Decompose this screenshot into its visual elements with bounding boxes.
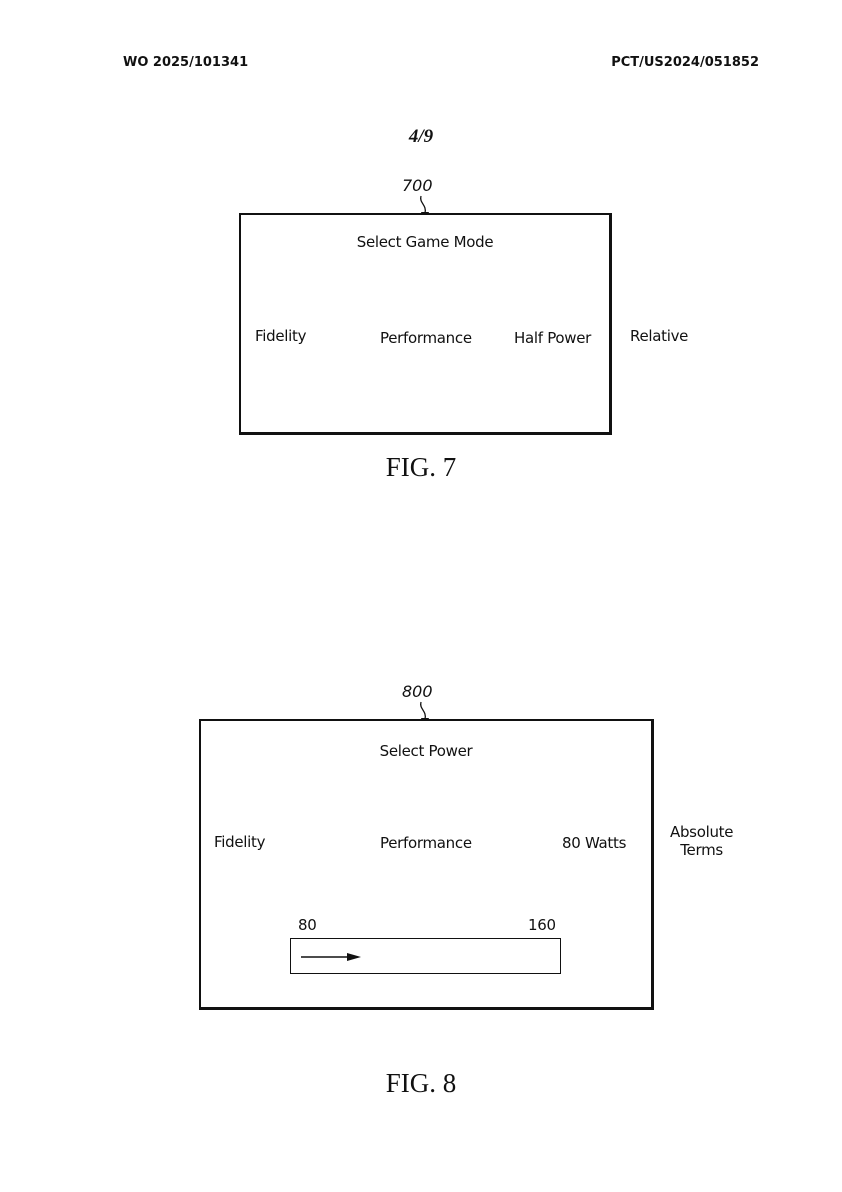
fig7-option-fidelity[interactable]: Fidelity (255, 327, 307, 345)
side-label-line2: Terms (680, 841, 723, 859)
fig8-caption: FIG. 8 (385, 1068, 457, 1098)
fig8-screen-title: Select Power (379, 742, 473, 760)
slider-direction-arrow-icon (301, 953, 361, 961)
side-label-line1: Absolute (670, 823, 734, 841)
publication-number: WO 2025/101341 (123, 55, 249, 70)
fig8-option-80-watts[interactable]: 80 Watts (562, 834, 627, 852)
fig7-option-half-power[interactable]: Half Power (514, 329, 592, 347)
fig7-reference-numeral: 700 (402, 176, 433, 195)
fig8-reference-numeral: 800 (402, 682, 433, 701)
fig8-option-performance[interactable]: Performance (380, 834, 472, 852)
slider-min-label: 80 (298, 916, 317, 934)
fig7-caption: FIG. 7 (385, 452, 457, 482)
power-slider[interactable] (290, 938, 561, 974)
fig7-option-performance[interactable]: Performance (380, 329, 472, 347)
fig7-game-mode-screen: Select Game Mode Fidelity Performance Ha… (239, 213, 612, 435)
fig8-option-fidelity[interactable]: Fidelity (214, 833, 266, 851)
fig7-side-label-relative: Relative (630, 327, 689, 345)
sheet-number: 4/9 (408, 126, 434, 147)
fig7-screen-title: Select Game Mode (356, 233, 494, 251)
slider-max-label: 160 (528, 916, 556, 934)
fig8-side-label-absolute-terms: Absolute Terms (670, 823, 733, 859)
fig8-power-screen: Select Power Fidelity Performance 80 Wat… (199, 719, 654, 1010)
application-number: PCT/US2024/051852 (611, 55, 759, 70)
